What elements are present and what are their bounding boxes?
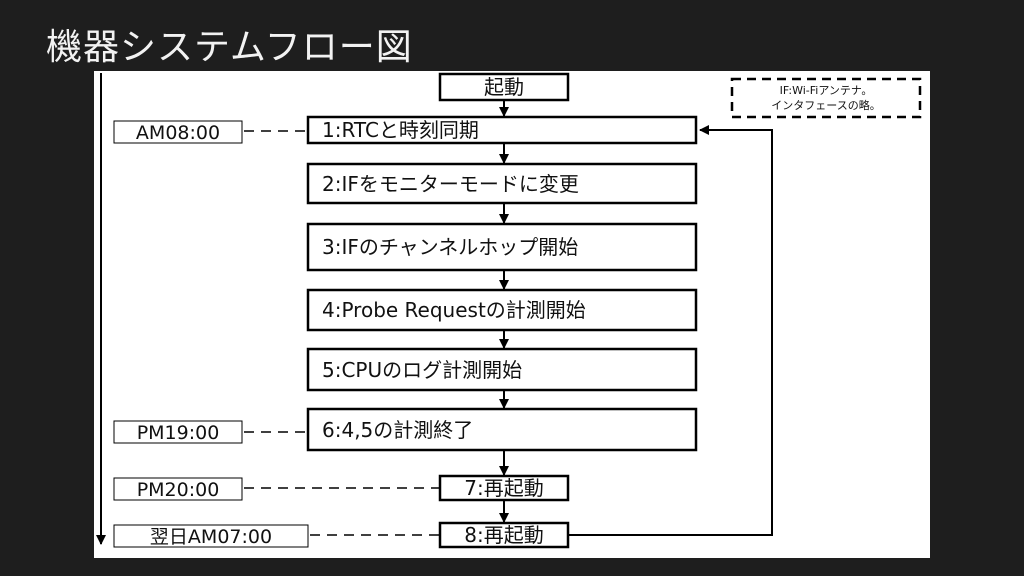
slide-title: 機器システムフロー図: [46, 27, 413, 68]
time-label-1: AM08:00: [113, 120, 308, 144]
step-1-label: 1:RTCと時刻同期: [322, 118, 479, 142]
svg-text:PM19:00: PM19:00: [137, 422, 220, 444]
svg-text:翌日AM07:00: 翌日AM07:00: [150, 526, 272, 548]
step-3: 3:IFのチャンネルホップ開始: [306, 222, 698, 272]
time-label-4: 翌日AM07:00: [113, 524, 440, 548]
step-6: 6:4,5の計測終了: [306, 407, 698, 452]
step-2-label: 2:IFをモニターモードに変更: [322, 172, 579, 196]
time-label-2: PM19:00: [113, 420, 308, 444]
flow-diagram: 起動 IF:Wi-Fiアンテナ。 インタフェースの略。 1:RTCと時刻同期 2…: [96, 72, 922, 549]
step-4: 4:Probe Requestの計測開始: [306, 288, 698, 332]
legend-line-2: インタフェースの略。: [771, 98, 880, 112]
start-label: 起動: [484, 75, 524, 99]
step-6-label: 6:4,5の計測終了: [322, 418, 473, 442]
step-3-label: 3:IFのチャンネルホップ開始: [322, 235, 578, 259]
flow-diagram-panel: 起動 IF:Wi-Fiアンテナ。 インタフェースの略。 1:RTCと時刻同期 2…: [94, 71, 930, 558]
svg-text:PM20:00: PM20:00: [137, 479, 220, 501]
start-node: 起動: [438, 72, 570, 102]
step-8-label: 8:再起動: [464, 523, 543, 547]
loop-back-arrow: [568, 125, 773, 536]
step-7-label: 7:再起動: [464, 476, 543, 500]
legend-box: IF:Wi-Fiアンテナ。 インタフェースの略。: [730, 77, 922, 119]
step-5-label: 5:CPUのログ計測開始: [322, 358, 522, 382]
step-2: 2:IFをモニターモードに変更: [306, 162, 698, 205]
step-7: 7:再起動: [438, 474, 570, 502]
step-4-label: 4:Probe Requestの計測開始: [322, 298, 586, 322]
legend-line-1: IF:Wi-Fiアンテナ。: [780, 84, 873, 97]
step-5: 5:CPUのログ計測開始: [306, 347, 698, 392]
step-1: 1:RTCと時刻同期: [306, 115, 698, 145]
time-label-3: PM20:00: [113, 477, 440, 501]
svg-text:AM08:00: AM08:00: [136, 122, 220, 144]
step-8: 8:再起動: [438, 521, 570, 549]
